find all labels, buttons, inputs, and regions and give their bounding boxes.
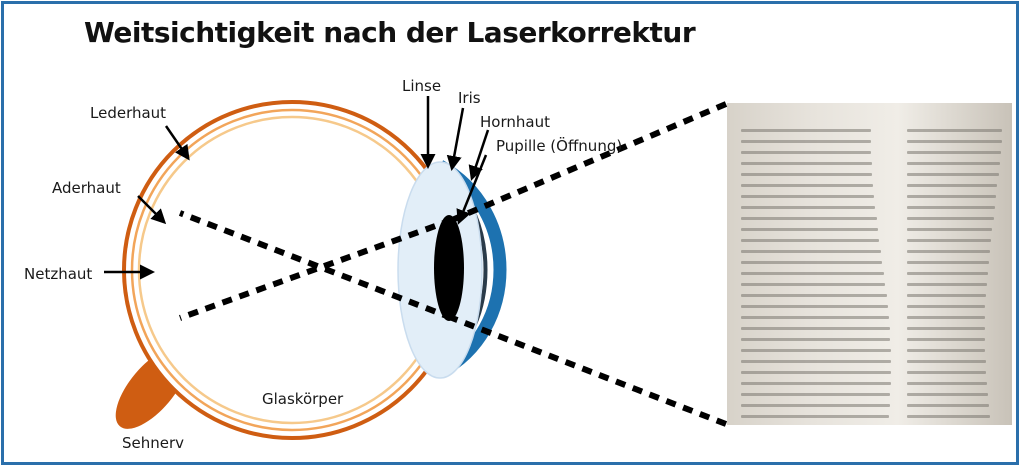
book-text-line <box>741 283 886 286</box>
book-text-line <box>741 393 891 396</box>
book-text-line <box>907 294 986 297</box>
book-text-line <box>907 184 998 187</box>
book-text-line <box>741 162 872 165</box>
book-text-line <box>907 360 986 363</box>
book-text-line <box>741 173 873 176</box>
book-text-line <box>907 228 993 231</box>
book-text-line <box>907 283 987 286</box>
book-text-line <box>907 195 997 198</box>
light-ray-lower-inside <box>178 210 454 321</box>
book-text-line <box>741 316 889 319</box>
light-ray-lower-front <box>450 315 728 427</box>
pupil <box>434 215 464 321</box>
label-pupille: Pupille (Öffnung) <box>496 136 622 155</box>
book-text-line <box>741 195 875 198</box>
book-text-line <box>907 316 986 319</box>
arrow-aderhaut <box>137 195 167 225</box>
book-text-line <box>907 327 985 330</box>
book-text-line <box>741 261 883 264</box>
book-text-line <box>741 371 891 374</box>
label-aderhaut: Aderhaut <box>52 179 121 197</box>
book-text-line <box>907 151 1001 154</box>
book-text-line <box>907 261 989 264</box>
book-text-line <box>907 162 1000 165</box>
book-text-line <box>741 206 876 209</box>
book-text-line <box>741 250 881 253</box>
book-text-line <box>741 239 880 242</box>
book-text-line <box>741 327 890 330</box>
book-text-line <box>741 404 890 407</box>
book-text-line <box>741 305 888 308</box>
book-text-line <box>907 140 1002 143</box>
book-text-line <box>907 382 988 385</box>
book-text-line <box>741 272 884 275</box>
book-text-line <box>741 140 872 143</box>
book-text-line <box>741 184 874 187</box>
book-text-line <box>907 173 999 176</box>
label-glaskoerper: Glaskörper <box>262 390 344 408</box>
book-text-line <box>907 206 995 209</box>
arrow-hornhaut <box>468 129 490 181</box>
arrow-iris <box>446 107 465 171</box>
book-text-line <box>907 272 988 275</box>
book-text-line <box>741 228 878 231</box>
label-lederhaut: Lederhaut <box>90 104 166 122</box>
book-text-line <box>741 151 872 154</box>
book-text-line <box>907 250 990 253</box>
label-sehnerv: Sehnerv <box>122 434 184 452</box>
book-text-line <box>907 393 989 396</box>
label-linse: Linse <box>402 77 441 95</box>
book-text-line <box>741 349 891 352</box>
book-text-line <box>741 382 891 385</box>
diagram-title: Weitsichtigkeit nach der Laserkorrektur <box>84 16 696 49</box>
arrow-pupille <box>456 154 488 225</box>
light-ray-upper-inside <box>178 217 454 321</box>
book-photo <box>727 103 1012 425</box>
book-text-line <box>741 415 889 418</box>
book-text-line <box>907 415 991 418</box>
book-text-line <box>907 404 990 407</box>
book-text-line <box>741 338 891 341</box>
label-iris: Iris <box>458 89 481 107</box>
book-text-line <box>741 217 877 220</box>
light-ray-upper-front <box>450 101 728 223</box>
book-text-line <box>907 349 986 352</box>
arrow-lederhaut <box>164 125 190 161</box>
book-text-line <box>907 239 991 242</box>
book-text-line <box>907 129 1003 132</box>
label-netzhaut: Netzhaut <box>24 265 92 283</box>
book-text-line <box>741 129 872 132</box>
label-hornhaut: Hornhaut <box>480 113 550 131</box>
book-text-line <box>741 294 887 297</box>
book-text-line <box>907 305 986 308</box>
book-text-line <box>907 371 987 374</box>
book-text-line <box>907 338 986 341</box>
book-text-line <box>741 360 891 363</box>
book-text-line <box>907 217 994 220</box>
